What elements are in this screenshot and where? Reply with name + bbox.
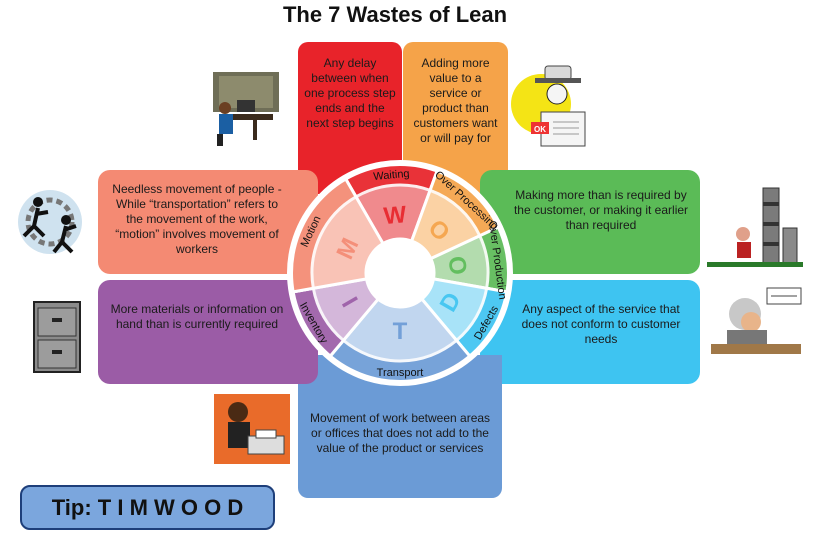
- transport-description: Movement of work between areas or office…: [309, 411, 491, 455]
- over-production-letter: O: [442, 254, 471, 276]
- transport-letter: T: [393, 318, 408, 345]
- waiting-letter: W: [383, 201, 408, 230]
- wheel-hub: [366, 239, 434, 307]
- defects-description-box: Any aspect of the service that does not …: [480, 280, 700, 384]
- waiting-description: Any delay between when one process step …: [304, 56, 396, 130]
- running-people-clipart: [18, 190, 82, 254]
- motion-description: Needless movement of people - While “tra…: [112, 182, 282, 256]
- waiting-worker-clipart: [213, 72, 279, 146]
- motion-description-box: Needless movement of people - While “tra…: [98, 170, 318, 274]
- over-processing-description-box: Adding more value to a service or produc…: [403, 42, 508, 194]
- transport-label: Transport: [377, 367, 424, 379]
- waiting-label: Waiting: [373, 168, 410, 183]
- printer-worker-clipart: [214, 394, 290, 464]
- page-title: The 7 Wastes of Lean: [282, 2, 508, 27]
- inventory-description: More materials or information on hand th…: [110, 302, 284, 331]
- inventory-description-box: More materials or information on hand th…: [98, 280, 318, 384]
- wheel-rim: [287, 160, 513, 386]
- defects-description: Any aspect of the service that does not …: [521, 302, 681, 346]
- file-cabinet-clipart: [33, 301, 81, 373]
- ok-stamp-text: OK: [534, 125, 546, 134]
- stressed-worker-clipart: [711, 287, 802, 354]
- inspector-clipart: OK: [511, 65, 586, 147]
- stacked-boxes-clipart: [707, 187, 803, 267]
- timwood-tip: Tip: T I M W O O D: [20, 485, 275, 530]
- waiting-description-box: Any delay between when one process step …: [298, 42, 402, 194]
- over-production-description: Making more than is required by the cust…: [513, 188, 689, 232]
- over-production-description-box: Making more than is required by the cust…: [480, 170, 700, 274]
- over-processing-description: Adding more value to a service or produc…: [413, 56, 498, 145]
